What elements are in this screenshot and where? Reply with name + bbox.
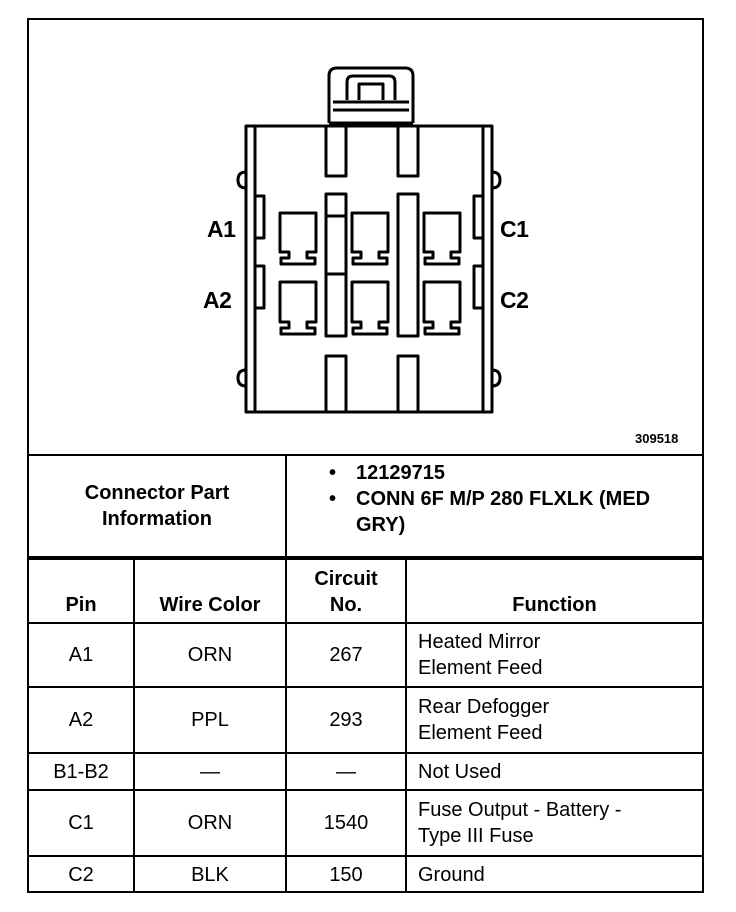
connector-figure: A1 A2 C1 C2 309518 bbox=[29, 20, 702, 454]
part-description: CONN 6F M/P 280 FLXLK (MED GRY) bbox=[356, 488, 651, 536]
figure-id: 309518 bbox=[635, 431, 679, 446]
connector-sheet: A1 A2 C1 C2 309518 Connector Part Inform… bbox=[27, 18, 704, 893]
part-description-item: • CONN 6F M/P 280 FLXLK (MED GRY) bbox=[329, 486, 699, 538]
table-row: A1 ORN 267 Heated Mirror Element Feed bbox=[29, 622, 702, 688]
function-cell: Fuse Output - Battery - Type III Fuse bbox=[405, 789, 702, 857]
header-wire-color: Wire Color bbox=[133, 558, 287, 624]
circuit-cell: 267 bbox=[285, 622, 407, 688]
circuit-cell: 293 bbox=[285, 686, 407, 754]
wire-color-cell: ORN bbox=[133, 789, 287, 857]
function-cell: Rear Defogger Element Feed bbox=[405, 686, 702, 754]
pin-label-c2: C2 bbox=[500, 287, 529, 313]
pin-label-a1: A1 bbox=[207, 216, 236, 242]
function-cell: Not Used bbox=[405, 752, 702, 791]
bullet-icon: • bbox=[329, 462, 337, 484]
part-info-label: Connector Part Information bbox=[29, 456, 287, 556]
terminal-cavities bbox=[278, 211, 462, 336]
part-number: 12129715 bbox=[356, 462, 445, 484]
circuit-cell: — bbox=[285, 752, 407, 791]
connector-latch bbox=[327, 66, 415, 125]
pin-label-a2: A2 bbox=[203, 287, 232, 313]
pin-cell: C1 bbox=[29, 789, 135, 857]
pin-label-c1: C1 bbox=[500, 216, 529, 242]
table-row: A2 PPL 293 Rear Defogger Element Feed bbox=[29, 686, 702, 754]
connector-drawing bbox=[236, 66, 502, 414]
header-pin: Pin bbox=[29, 558, 135, 624]
wire-color-cell: BLK bbox=[133, 855, 287, 892]
function-cell: Ground bbox=[405, 855, 702, 892]
pin-cell: A2 bbox=[29, 686, 135, 754]
wire-color-cell: PPL bbox=[133, 686, 287, 754]
bullet-icon: • bbox=[329, 488, 337, 510]
part-number-item: • 12129715 bbox=[329, 460, 699, 486]
table-header-row: Pin Wire Color Circuit No. Function bbox=[29, 558, 702, 624]
circuit-cell: 1540 bbox=[285, 789, 407, 857]
header-circuit-no: Circuit No. bbox=[285, 558, 407, 624]
pin-cell: A1 bbox=[29, 622, 135, 688]
pin-cell: B1-B2 bbox=[29, 752, 135, 791]
pin-table: Pin Wire Color Circuit No. Function A1 O… bbox=[29, 558, 702, 892]
function-cell: Heated Mirror Element Feed bbox=[405, 622, 702, 688]
wire-color-cell: ORN bbox=[133, 622, 287, 688]
table-row: B1-B2 — — Not Used bbox=[29, 752, 702, 791]
part-info-list: • 12129715 • CONN 6F M/P 280 FLXLK (MED … bbox=[329, 460, 699, 538]
pin-cell: C2 bbox=[29, 855, 135, 892]
header-function: Function bbox=[405, 558, 702, 624]
connector-body bbox=[236, 124, 502, 414]
part-info-row: Connector Part Information • 12129715 • … bbox=[29, 454, 702, 558]
table-row: C1 ORN 1540 Fuse Output - Battery - Type… bbox=[29, 789, 702, 857]
wire-color-cell: — bbox=[133, 752, 287, 791]
circuit-cell: 150 bbox=[285, 855, 407, 892]
table-row: C2 BLK 150 Ground bbox=[29, 855, 702, 892]
